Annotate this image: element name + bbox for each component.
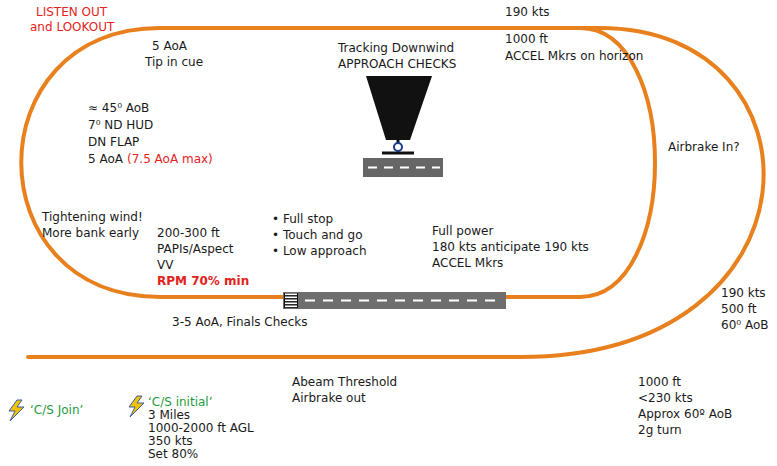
radio-call-icon [9, 400, 24, 421]
crosswind-turn [580, 28, 655, 297]
annotation: • Touch and go [272, 229, 363, 243]
annotation: APPROACH CHECKS [338, 58, 456, 72]
annotation: 350 kts [148, 435, 193, 449]
annotation: 3 Miles [148, 409, 190, 423]
annotation: 180 kts anticipate 190 kts [432, 241, 589, 255]
annotation: Airbrake In? [668, 141, 740, 155]
downwind-leg [160, 26, 600, 30]
annotation: VV [157, 259, 173, 273]
threshold-stripe [285, 294, 297, 296]
annotation: 190 kts [505, 6, 550, 20]
annotation: ‘C/S initial’ [148, 396, 212, 410]
threshold-block [284, 293, 298, 308]
threshold-stripe [285, 303, 297, 305]
annotation: ACCEL Mkrs on horizon [505, 50, 643, 64]
annotation: 1000 ft [505, 33, 548, 47]
circuit-track [21, 28, 763, 357]
runway-centreline [368, 167, 440, 169]
annotation: 3-5 AoA, Finals Checks [172, 316, 307, 330]
annotation: ≈ 45⁰ AoB [88, 102, 149, 116]
threshold-markings [284, 293, 298, 308]
annotation: PAPIs/Aspect [157, 243, 234, 257]
threshold-stripe [285, 297, 297, 299]
annotation: 60⁰ AoB [721, 319, 768, 333]
annotation: 5 AoA [88, 153, 123, 167]
annotation: ACCEL Mkrs [432, 257, 503, 271]
main-runway [283, 292, 506, 309]
annotation: Airbrake out [292, 392, 366, 406]
runway-surface [283, 292, 506, 309]
annotation: RPM 70% min [157, 275, 249, 289]
annotation: 1000 ft [638, 376, 681, 390]
annotation: 5 AoA [152, 40, 187, 54]
annotation: 500 ft [721, 303, 756, 317]
annotation: • Low approach [272, 245, 367, 259]
annotation: 2g turn [638, 424, 682, 438]
small-runway [363, 158, 443, 177]
lightning-bolt [9, 400, 24, 421]
annotation: 1000-2000 ft AGL [148, 422, 254, 436]
threshold-stripe [285, 306, 297, 308]
annotation: (7.5 AoA max) [127, 153, 213, 167]
annotation: LISTEN OUT [36, 6, 107, 20]
annotation: • Full stop [272, 213, 333, 227]
annotation: Set 80% [148, 448, 198, 462]
runway-surface [363, 158, 443, 177]
annotation: 7⁰ ND HUD [88, 119, 153, 133]
radio-call-icon [129, 396, 144, 417]
aircraft [366, 76, 432, 153]
lightning-bolt [129, 396, 144, 417]
annotation: Tightening wind! [42, 211, 143, 225]
annotation: DN FLAP [88, 136, 139, 150]
annotation: 190 kts [721, 287, 766, 301]
annotation: 200-300 ft [157, 227, 220, 241]
aircraft-roundel [394, 143, 402, 151]
annotation: ‘C/S Join’ [30, 404, 83, 418]
annotation: and LOOKOUT [30, 21, 114, 35]
annotation: More bank early [42, 227, 139, 241]
annotation: Tracking Downwind [338, 42, 454, 56]
annotation: Full power [432, 225, 493, 239]
annotation: Tip in cue [145, 56, 203, 70]
runway-centreline [305, 300, 500, 302]
aircraft-fin [366, 76, 432, 140]
break-turn [28, 28, 764, 357]
annotation: Approx 60º AoB [638, 408, 732, 422]
annotation: <230 kts [638, 392, 693, 406]
threshold-stripe [285, 300, 297, 302]
annotation: Abeam Threshold [292, 376, 397, 390]
